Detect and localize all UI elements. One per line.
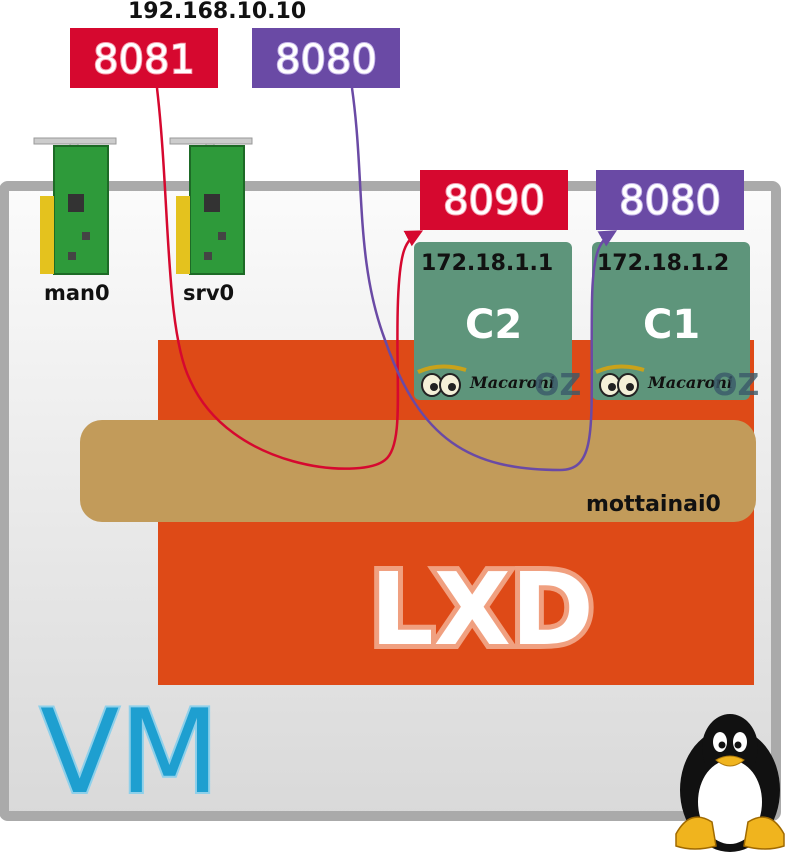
lxd-label: LXD [370,551,594,668]
host-ip: 192.168.10.10 [128,0,306,24]
nic-label-man0: man0 [44,281,110,305]
nic-label-srv0: srv0 [183,281,234,305]
svg-text:8080: 8080 [619,178,721,224]
nic-card-man0 [33,137,117,275]
container-c2[interactable]: 172.18.1.1 C2 Macaroni OZ [414,242,581,403]
tux-penguin-icon [675,714,785,852]
forward-arrow-8080-to-8080 [350,87,618,472]
svg-text:8080: 8080 [275,37,377,83]
port-box-8080-host[interactable]: 8080 [252,28,400,88]
port-box-8080-c1[interactable]: 8080 [596,170,744,230]
macaroni-logo: Macaroni OZ [417,364,581,403]
svg-text:Macaroni: Macaroni [469,373,555,392]
container-ip: 172.18.1.2 [597,251,729,276]
container-name: C1 [643,302,700,348]
forward-arrow-8081-to-8090 [155,87,424,470]
svg-text:8090: 8090 [443,178,545,224]
container-ip: 172.18.1.1 [421,251,553,276]
svg-text:OZ: OZ [712,368,759,403]
container-c1[interactable]: 172.18.1.2 C1 Macaroni OZ [592,242,759,403]
svg-text:Macaroni: Macaroni [647,373,733,392]
port-box-8090[interactable]: 8090 [420,170,568,230]
bridge-label: mottainai0 [586,492,721,517]
port-box-8081[interactable]: 8081 [70,28,218,88]
svg-text:8081: 8081 [93,37,195,83]
macaroni-logo: Macaroni OZ [595,364,759,403]
container-name: C2 [465,302,522,348]
svg-text:OZ: OZ [534,368,581,403]
nic-card-srv0 [169,137,253,275]
vm-label: VM [40,685,219,820]
